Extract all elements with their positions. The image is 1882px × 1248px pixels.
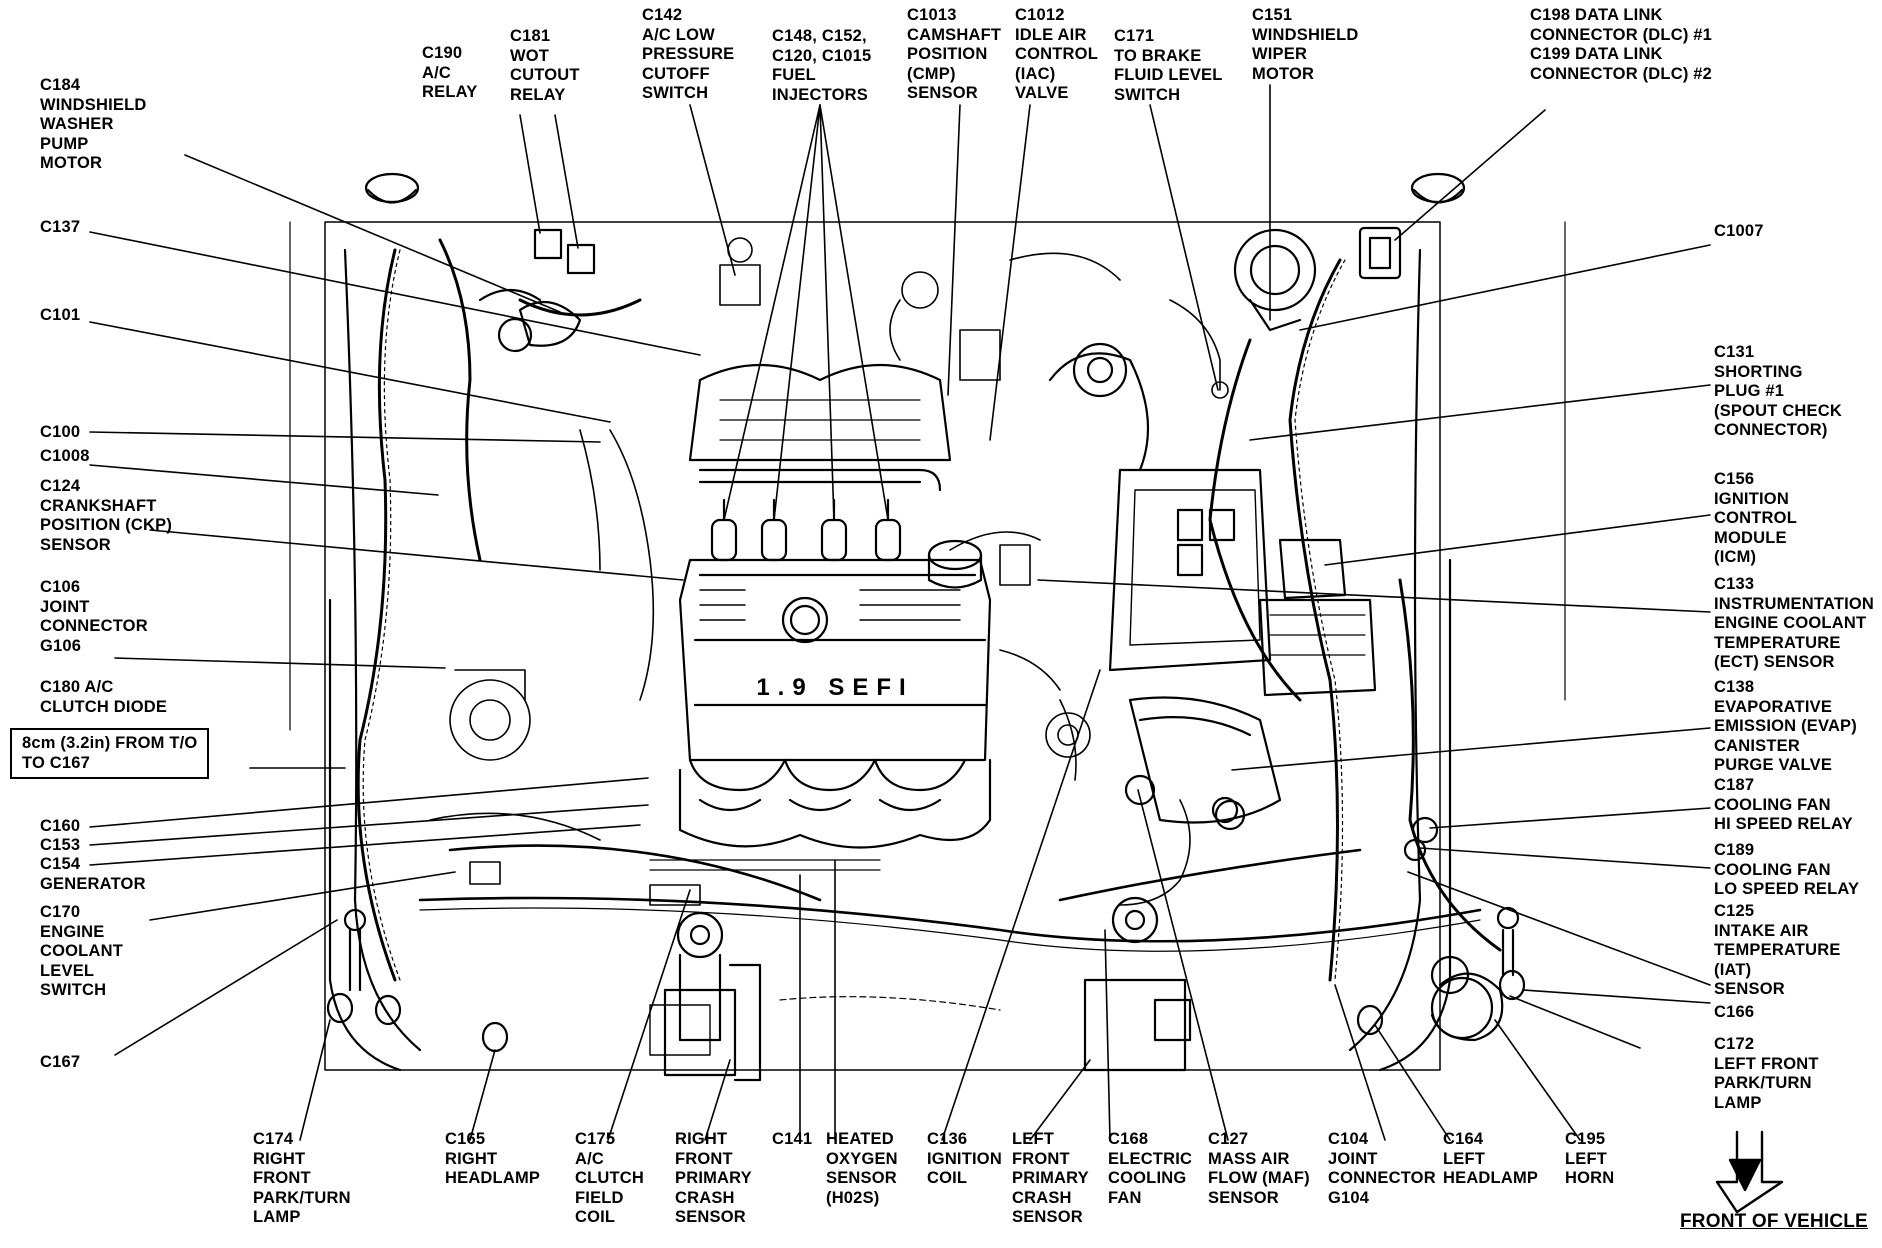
engine-block xyxy=(678,363,992,849)
label-c160: C160 xyxy=(40,817,81,835)
label-c187: C187 COOLING FAN HI SPEED RELAY xyxy=(1714,776,1853,833)
label-left-crash-sensor: LEFT FRONT PRIMARY CRASH SENSOR xyxy=(1012,1130,1089,1226)
label-c170: C170 ENGINE COOLANT LEVEL SWITCH xyxy=(40,903,123,999)
label-c172: C172 LEFT FRONT PARK/TURN LAMP xyxy=(1714,1035,1819,1112)
vehicle-body-outline xyxy=(289,172,1566,1072)
air-cleaner-assembly xyxy=(1048,342,1282,831)
label-c137: C137 xyxy=(40,218,81,236)
label-c174: C174 RIGHT FRONT PARK/TURN LAMP xyxy=(253,1130,351,1226)
label-heated-oxygen-sensor: HEATED OXYGEN SENSOR (H02S) xyxy=(826,1130,898,1207)
label-c1012: C1012 IDLE AIR CONTROL (IAC) VALVE xyxy=(1015,6,1098,102)
relay-cluster xyxy=(478,228,596,353)
label-right-crash-sensor: RIGHT FRONT PRIMARY CRASH SENSOR xyxy=(675,1130,752,1226)
label-c142: C142 A/C LOW PRESSURE CUTOFF SWITCH xyxy=(642,6,735,102)
label-c184: C184 WINDSHIELD WASHER PUMP MOTOR xyxy=(40,76,147,172)
label-c190: C190 A/C RELAY xyxy=(422,44,478,101)
label-c166: C166 xyxy=(1714,1003,1755,1021)
leader-lines xyxy=(89,84,1711,1141)
horn xyxy=(1430,955,1504,1042)
label-c195: C195 LEFT HORN xyxy=(1565,1130,1615,1187)
label-c1013: C1013 CAMSHAFT POSITION (CMP) SENSOR xyxy=(907,6,1002,102)
label-c180: C180 A/C CLUTCH DIODE xyxy=(40,678,168,716)
label-c167: C167 xyxy=(40,1053,81,1071)
label-c148-fuel-injectors: C148, C152, C120, C1015 FUEL INJECTORS xyxy=(772,27,872,104)
wiper-motor xyxy=(1233,226,1402,332)
label-c168: C168 ELECTRIC COOLING FAN xyxy=(1108,1130,1193,1207)
misc-engine-details xyxy=(429,237,1229,906)
label-c151: C151 WINDSHIELD WIPER MOTOR xyxy=(1252,6,1359,83)
label-c171: C171 TO BRAKE FLUID LEVEL SWITCH xyxy=(1114,27,1223,104)
harness-front-cross xyxy=(418,844,1482,952)
front-arrow-icon xyxy=(1715,1130,1784,1214)
label-c127: C127 MASS AIR FLOW (MAF) SENSOR xyxy=(1208,1130,1310,1207)
harness-left-side xyxy=(1208,258,1502,982)
label-c100: C100 xyxy=(40,423,81,441)
label-c175: C175 A/C CLUTCH FIELD COIL xyxy=(575,1130,645,1226)
label-c124: C124 CRANKSHAFT POSITION (CKP) SENSOR xyxy=(40,477,173,554)
label-c101: C101 xyxy=(40,306,81,324)
label-c198-c199: C198 DATA LINK CONNECTOR (DLC) #1 C199 D… xyxy=(1530,6,1713,83)
label-c131: C131 SHORTING PLUG #1 (SPOUT CHECK CONNE… xyxy=(1714,343,1842,439)
label-c1007: C1007 xyxy=(1714,222,1764,240)
label-c141: C141 xyxy=(772,1130,813,1148)
label-c154: C154 GENERATOR xyxy=(40,855,146,893)
label-front-of-vehicle: FRONT OF VEHICLE xyxy=(1680,1211,1868,1232)
engine-badge: 1.9 SEFI xyxy=(756,674,913,701)
label-c165: C165 RIGHT HEADLAMP xyxy=(445,1130,541,1187)
battery-and-module-box xyxy=(1108,468,1377,697)
label-c138: C138 EVAPORATIVE EMISSION (EVAP) CANISTE… xyxy=(1714,678,1857,774)
label-c167-distance-note: 8cm (3.2in) FROM T/O TO C167 xyxy=(10,728,210,779)
front-components xyxy=(649,896,1192,1082)
label-c181: C181 WOT CUTOUT RELAY xyxy=(510,27,580,104)
label-c133: C133 INSTRUMENTATION ENGINE COOLANT TEMP… xyxy=(1714,575,1875,671)
label-c106: C106 JOINT CONNECTOR G106 xyxy=(40,578,148,655)
label-c1008: C1008 xyxy=(40,447,90,465)
label-c153: C153 xyxy=(40,836,81,854)
lamp-connectors xyxy=(326,796,1526,1053)
label-c136: C136 IGNITION COIL xyxy=(927,1130,1002,1187)
label-c156: C156 IGNITION CONTROL MODULE (ICM) xyxy=(1714,470,1797,566)
label-c164: C164 LEFT HEADLAMP xyxy=(1443,1130,1539,1187)
label-c189: C189 COOLING FAN LO SPEED RELAY xyxy=(1714,841,1860,898)
label-c125: C125 INTAKE AIR TEMPERATURE (IAT) SENSOR xyxy=(1714,902,1841,998)
harness-right-side xyxy=(356,238,642,982)
label-c104: C104 JOINT CONNECTOR G104 xyxy=(1328,1130,1436,1207)
